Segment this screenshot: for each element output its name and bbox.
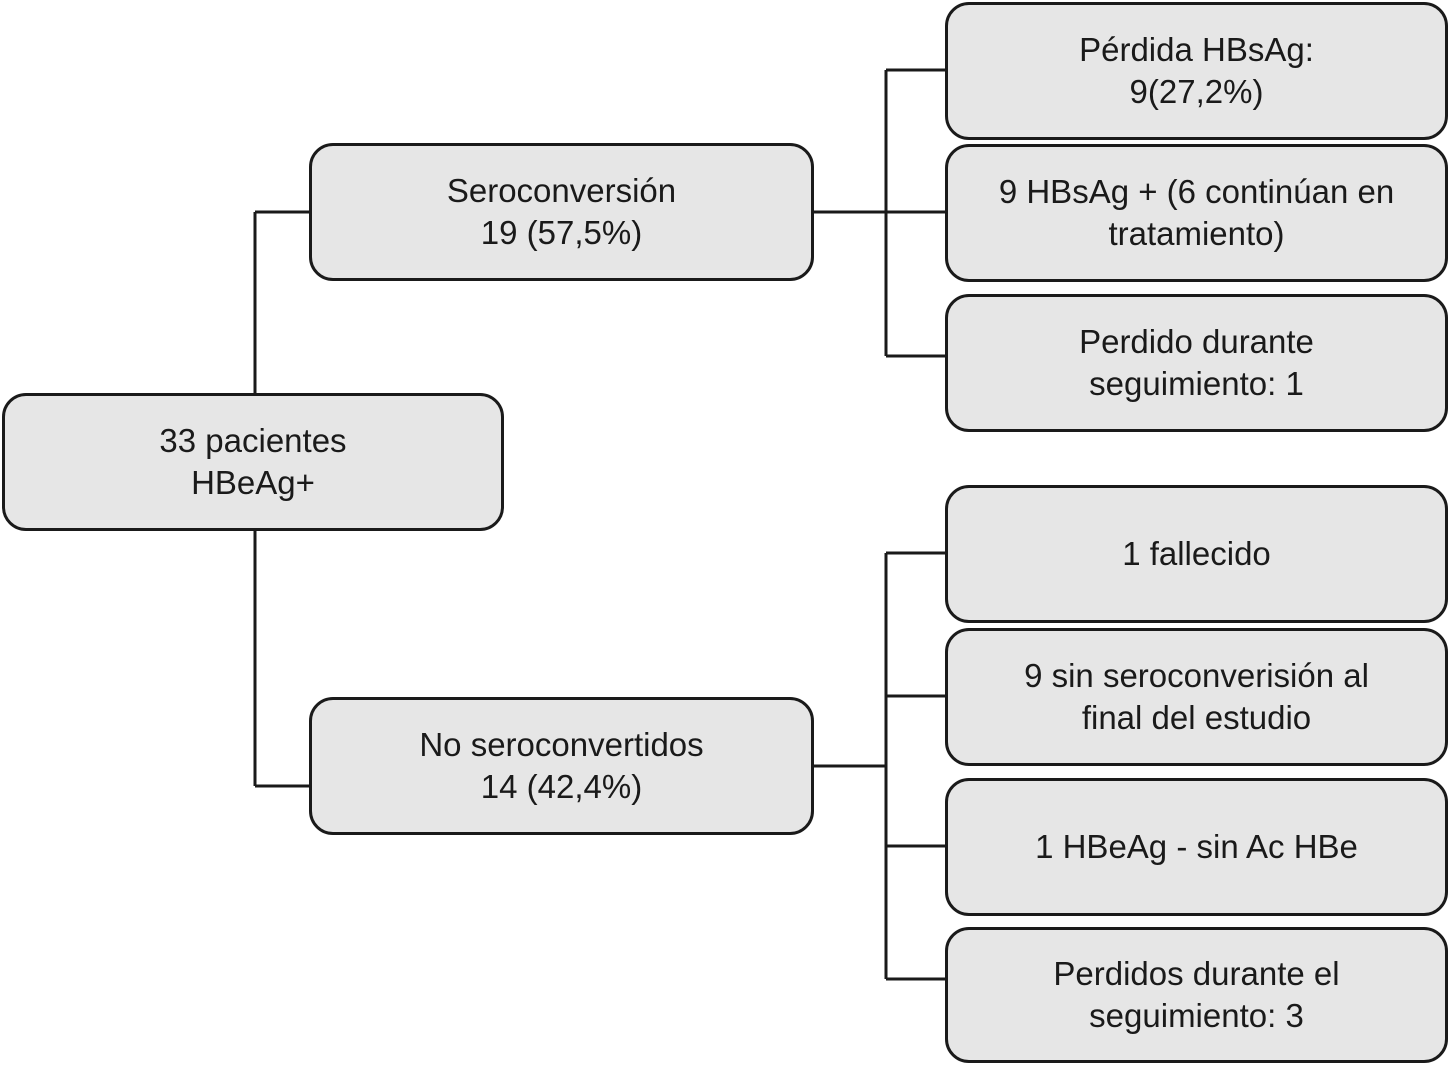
lost-followup-3-label: Perdidos durante el seguimiento: 3 <box>1053 955 1340 1034</box>
lost-followup-1-label: Perdido durante seguimiento: 1 <box>1079 323 1314 402</box>
no-sero-end-node: 9 sin seroconverisión al final del estud… <box>945 628 1448 766</box>
seroconversion-label: Seroconversión 19 (57,5%) <box>446 172 677 251</box>
deceased-node: 1 fallecido <box>945 485 1448 623</box>
no-seroconvertidos-label: No seroconvertidos 14 (42,4%) <box>419 726 704 805</box>
lost-followup-1-node: Perdido durante seguimiento: 1 <box>945 294 1448 432</box>
loss-hbsag-node: Pérdida HBsAg: 9(27,2%) <box>945 2 1448 140</box>
deceased-label: 1 fallecido <box>1122 535 1271 572</box>
loss-hbsag-label: Pérdida HBsAg: 9(27,2%) <box>1079 31 1314 110</box>
seroconversion-node: Seroconversión 19 (57,5%) <box>309 143 814 281</box>
hbsag-positive-label: 9 HBsAg + (6 continúan en tratamiento) <box>998 173 1395 252</box>
hbsag-positive-node: 9 HBsAg + (6 continúan en tratamiento) <box>945 144 1448 282</box>
hbeag-negative-label: 1 HBeAg - sin Ac HBe <box>1035 828 1358 865</box>
lost-followup-3-node: Perdidos durante el seguimiento: 3 <box>945 927 1448 1063</box>
root-node-label: 33 pacientes HBeAg+ <box>159 422 347 501</box>
no-seroconvertidos-node: No seroconvertidos 14 (42,4%) <box>309 697 814 835</box>
hbeag-negative-node: 1 HBeAg - sin Ac HBe <box>945 778 1448 916</box>
root-node: 33 pacientes HBeAg+ <box>2 393 504 531</box>
no-sero-end-label: 9 sin seroconverisión al final del estud… <box>1024 657 1369 736</box>
